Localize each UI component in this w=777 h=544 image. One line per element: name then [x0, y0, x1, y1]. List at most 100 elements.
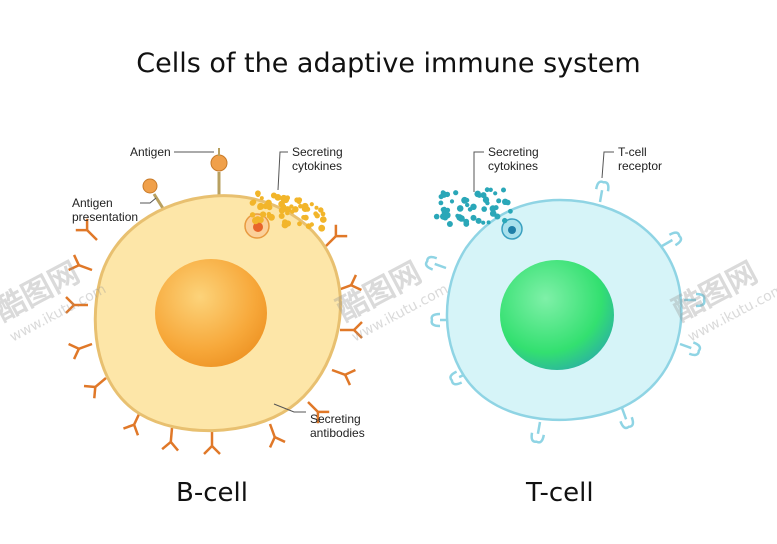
b-cytokine-dot [278, 207, 285, 214]
t-cytokine-dot [440, 207, 446, 213]
b-cell-nucleus [155, 259, 267, 367]
t-cytokine-dot [508, 208, 513, 214]
antibody [65, 296, 88, 314]
leader-t-receptor [601, 151, 614, 179]
label-antigen-presentation: Antigen presentation [72, 196, 138, 224]
antibody [75, 218, 98, 241]
t-cytokine-dot [455, 213, 460, 218]
t-cytokine-dot [467, 207, 473, 212]
t-cytokine-dot [453, 190, 459, 196]
t-cell-receptor [424, 255, 447, 271]
t-cytokine-dot [440, 213, 446, 220]
t-cell-receptor [619, 407, 635, 430]
b-cytokine-dot [249, 212, 256, 218]
t-cytokine-dot [475, 217, 482, 224]
b-cytokine-dot [301, 205, 309, 212]
b-cytokine-dot [255, 192, 261, 198]
antibody [203, 432, 221, 455]
b-cell-name: B-cell [176, 478, 248, 508]
t-cytokine-dot [446, 221, 453, 227]
t-cell-nucleus [500, 260, 614, 370]
b-cytokine-dot [309, 202, 314, 207]
b-cytokine-dot [268, 213, 275, 221]
label-t-receptor: T-cell receptor [618, 145, 662, 173]
antigen-stalk-2 [152, 193, 166, 211]
t-cytokine-dot [489, 210, 497, 217]
b-cytokine-dot [318, 207, 324, 213]
b-cytokine-dot [320, 211, 326, 217]
b-cytokine-dot [284, 195, 290, 201]
b-cytokine-dot [257, 204, 263, 210]
t-cytokine-dot [461, 196, 468, 204]
t-cell-receptor [594, 180, 610, 203]
t-cytokine-dot [493, 205, 499, 211]
antigen-1 [210, 154, 228, 172]
label-t-cytokines: Secreting cytokines [488, 145, 539, 173]
leader-antibodies [273, 403, 306, 413]
b-cytokine-dot [265, 199, 272, 207]
b-cell-group [65, 148, 363, 455]
b-cytokine-dot [314, 213, 320, 219]
t-cell-vesicle-core [508, 226, 516, 234]
t-cytokine-dot [433, 213, 440, 220]
b-cytokine-dot [249, 200, 256, 206]
t-cell-name: T-cell [526, 478, 594, 508]
t-cell-receptor [679, 341, 702, 357]
antibody [340, 321, 363, 339]
label-antibodies-line1: Secreting [310, 412, 361, 426]
b-cell-vesicle-core [253, 222, 263, 232]
t-cytokine-dot [481, 206, 488, 212]
t-cell-receptor [530, 421, 546, 444]
t-cytokine-dot [502, 217, 508, 224]
b-cytokine-dot [297, 221, 302, 227]
t-cytokine-dot [477, 193, 482, 198]
t-cytokine-dot [496, 198, 502, 204]
leader-b-cytokines [277, 151, 288, 191]
b-cytokine-dot [270, 192, 277, 199]
b-cytokine-dot [314, 205, 319, 210]
label-antigen-presentation-line1: Antigen [72, 196, 113, 210]
label-t-cytokines-line1: Secreting [488, 145, 539, 159]
t-cytokine-dot [505, 199, 511, 206]
t-cytokine-dot [456, 205, 464, 212]
b-cytokine-dot [301, 215, 306, 220]
t-cytokine-dot [481, 220, 486, 225]
t-cytokine-dot [484, 187, 490, 193]
leader-antigen-presentation [140, 197, 157, 204]
antibody [268, 423, 286, 448]
t-cytokines [433, 187, 513, 227]
antigen-2 [142, 178, 158, 194]
b-cytokine-dot [292, 206, 299, 213]
page-title: Cells of the adaptive immune system [136, 48, 641, 79]
label-t-receptor-line2: receptor [618, 159, 663, 173]
label-antibodies-line2: antibodies [310, 426, 365, 440]
antibodies [65, 218, 363, 455]
label-t-cytokines-line2: cytokines [488, 159, 539, 173]
b-cytokine-dot [260, 211, 267, 218]
t-cytokine-dot [488, 187, 493, 192]
t-cytokine-dot [438, 194, 444, 200]
antibody [68, 342, 93, 360]
b-cytokine-dot [294, 197, 300, 203]
antibody [83, 377, 107, 399]
t-cytokine-dot [493, 191, 498, 196]
t-cell-receptor [661, 231, 683, 248]
antibody [68, 254, 93, 272]
b-cytokine-dot [278, 213, 285, 219]
t-cytokine-dot [458, 215, 465, 222]
t-cell-receptor [684, 292, 706, 308]
b-cytokine-dot [281, 221, 289, 229]
leader-lines [140, 151, 614, 413]
label-b-cytokines-line2: cytokines [292, 159, 343, 173]
t-cytokine-dot [438, 200, 444, 206]
label-t-receptor-line1: T-cell [618, 145, 647, 159]
antibody [307, 401, 330, 424]
antibody [331, 368, 356, 386]
t-cytokine-dot [482, 196, 490, 204]
label-antibodies: Secreting antibodies [310, 412, 365, 440]
b-cytokine-dot [320, 216, 327, 223]
t-cytokine-dot [486, 220, 491, 225]
b-cytokine-dot [298, 203, 303, 209]
